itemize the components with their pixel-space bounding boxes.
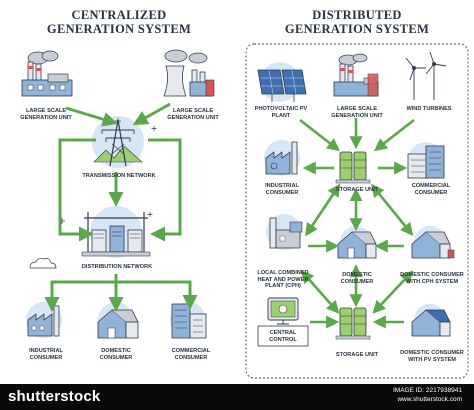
distributed-title: DISTRIBUTED GENERATION SYSTEM <box>250 8 464 36</box>
power-plant-icon <box>21 50 73 97</box>
centralized-title: CENTRALIZED GENERATION SYSTEM <box>14 8 224 36</box>
label-commercial-consumer-dist: COMMERCIAL CONSUMER <box>411 183 451 196</box>
label-industrial-consumer-dist: INDUSTRIAL CONSUMER <box>265 183 299 196</box>
industrial-consumer-icon <box>26 302 62 338</box>
label-transmission-network: TRANSMISSION NETWORK <box>82 173 156 179</box>
battery-storage-icon <box>335 151 371 184</box>
footer-bar: shutterstock IMAGE ID: 2217938941 www.sh… <box>0 384 474 410</box>
label-chp-plant: LOCAL COMBINED HEAT AND POWER PLANT (CPH… <box>257 270 309 290</box>
control-monitor-icon <box>267 297 299 325</box>
label-pv-plant: PHOTOVOLTAIC PV PLANT <box>254 106 308 119</box>
image-id: IMAGE ID: 2217938941 <box>392 387 462 394</box>
cloud-icon <box>29 258 57 269</box>
site-url: www.shutterstock.com <box>397 396 462 403</box>
commercial-building-icon <box>170 302 207 339</box>
centralized-title-line1: CENTRALIZED <box>71 8 167 22</box>
label-domestic-chp: DOMESTIC CONSUMER WITH CPH SYSTEM <box>400 272 464 285</box>
wind-turbine-icon <box>405 51 447 100</box>
chp-plant-icon <box>266 214 303 250</box>
brand-logo: shutterstock <box>8 388 101 405</box>
power-plant-icon <box>333 53 379 97</box>
label-large-scale-unit-1: LARGE SCALE GENERATION UNIT <box>20 108 72 121</box>
house-icon <box>97 302 139 339</box>
label-domestic-pv: DOMESTIC CONSUMER WITH PV SYSTEM <box>400 350 464 363</box>
house-icon <box>337 226 377 259</box>
label-large-scale-unit: LARGE SCALE GENERATION UNIT <box>331 106 383 119</box>
transmission-tower-icon <box>92 116 144 168</box>
cooling-tower-plant-icon <box>163 49 215 97</box>
industrial-consumer-icon <box>264 140 300 176</box>
house-with-chp-icon <box>411 226 455 259</box>
distributed-panel-border <box>245 43 469 379</box>
label-distribution-network: DISTRIBUTION NETWORK <box>81 264 153 270</box>
label-industrial-consumer: INDUSTRIAL CONSUMER <box>29 348 63 361</box>
label-domestic-consumer: DOMESTIC CONSUMER <box>99 348 133 361</box>
label-central-control: CENTRAL CONTROL <box>269 330 297 343</box>
substation-icon <box>81 206 151 258</box>
distributed-title-line2: GENERATION SYSTEM <box>284 22 430 36</box>
centralized-title-line2: GENERATION SYSTEM <box>46 22 192 36</box>
battery-storage-icon <box>335 307 371 340</box>
image-info: IMAGE ID: 2217938941 www.shutterstock.co… <box>393 386 462 404</box>
sparkle-icon <box>59 118 157 224</box>
centralized-flow-arrows <box>44 102 198 312</box>
label-storage-unit-2: STORAGE UNIT <box>335 352 379 358</box>
label-domestic-consumer-dist: DOMESTIC CONSUMER <box>340 272 374 285</box>
label-wind-turbines: WIND TURBINES <box>406 106 452 112</box>
house-with-pv-icon <box>411 304 451 337</box>
distributed-flow-arrows <box>299 118 415 329</box>
solar-panel-icon <box>257 62 307 102</box>
central-control-box <box>257 325 309 347</box>
label-commercial-consumer: COMMERCIAL CONSUMER <box>171 348 211 361</box>
distributed-title-line1: DISTRIBUTED <box>312 8 402 22</box>
label-large-scale-unit-2: LARGE SCALE GENERATION UNIT <box>167 108 219 121</box>
commercial-building-icon <box>407 142 445 179</box>
label-storage-unit-1: STORAGE UNIT <box>335 187 379 193</box>
